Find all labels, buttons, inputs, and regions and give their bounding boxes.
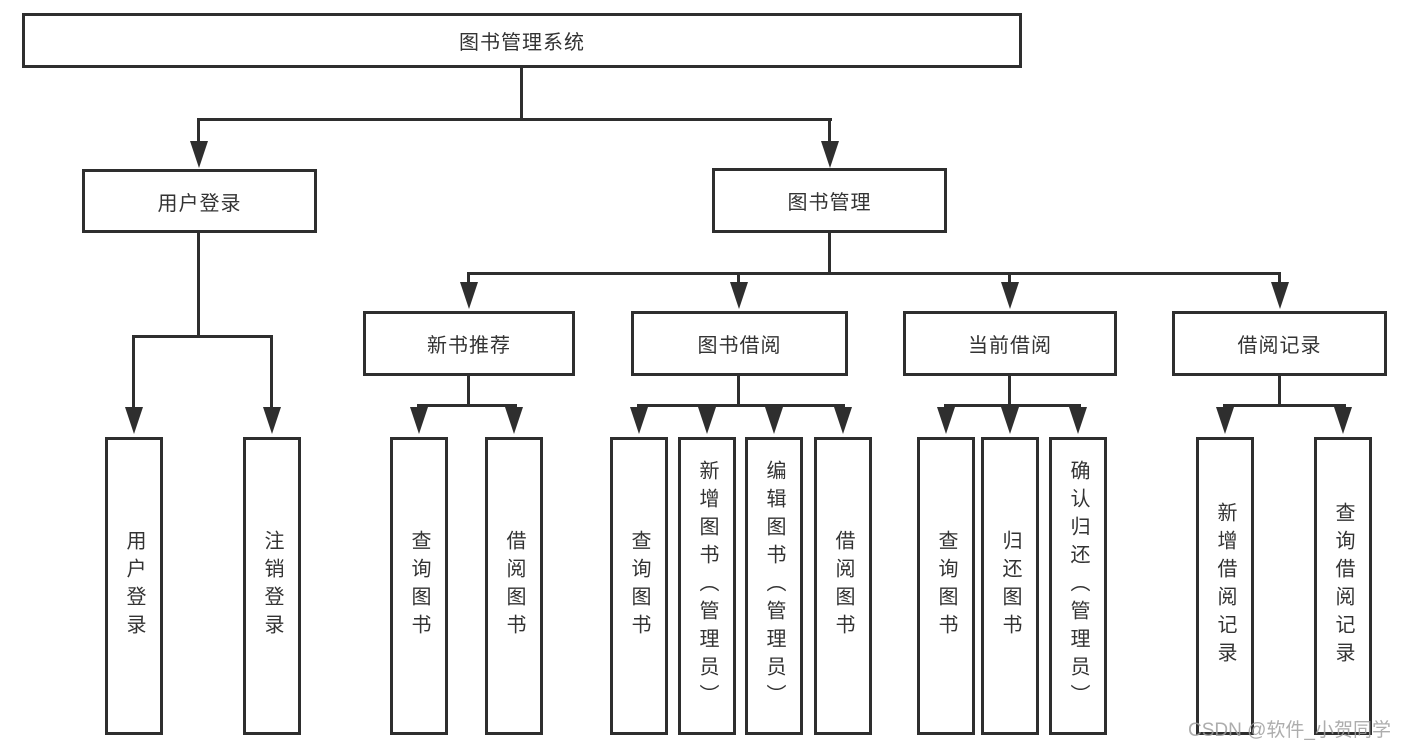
connector-borrowing-records-bar: [1223, 404, 1346, 407]
connector-new-book-stem: [467, 376, 470, 407]
leaf-query-books-recommend: 查询图书: [390, 437, 448, 735]
node-root-label: 图书管理系统: [459, 32, 585, 54]
node-current-borrowing: 当前借阅: [903, 311, 1117, 376]
connector-book-management-stem: [828, 233, 831, 275]
leaf-query-books-current-label: 查询图书: [935, 530, 957, 642]
arrowhead-to-book-borrowing: [730, 282, 748, 309]
leaf-query-books-borrow: 查询图书: [610, 437, 668, 735]
connector-user-login-bar: [132, 335, 273, 338]
leaf-borrow-books-label: 借阅图书: [832, 530, 854, 642]
leaf-query-books-current: 查询图书: [917, 437, 975, 735]
arrowhead-to-leaf-edit-books: [765, 407, 783, 434]
leaf-query-borrow-record: 查询借阅记录: [1314, 437, 1372, 735]
connector-new-book-bar: [417, 404, 517, 407]
arrowhead-to-leaf-borrow-recommend: [505, 407, 523, 434]
connector-to-user-login: [197, 118, 200, 145]
node-user-login-label: 用户登录: [157, 192, 242, 215]
leaf-borrow-books-recommend-label: 借阅图书: [503, 530, 525, 642]
connector-root-bar: [197, 118, 832, 121]
leaf-add-borrow-record: 新增借阅记录: [1196, 437, 1254, 735]
node-book-borrowing: 图书借阅: [631, 311, 848, 376]
connector-current-borrowing-stem: [1008, 376, 1011, 407]
node-book-management-label: 图书管理: [787, 192, 872, 214]
node-current-borrowing-label: 当前借阅: [968, 335, 1052, 357]
leaf-add-books-admin: 新增图书（管理员）: [678, 437, 736, 735]
arrowhead-to-user-login: [190, 141, 208, 168]
csdn-watermark: CSDN @软件_小贺同学: [1188, 720, 1391, 741]
connector-root-stem: [520, 68, 523, 120]
connector-to-book-borrowing: [737, 272, 740, 285]
node-new-book-recommendation: 新书推荐: [363, 311, 575, 376]
leaf-edit-books-admin: 编辑图书（管理员）: [745, 437, 803, 735]
node-user-login: 用户登录: [82, 169, 317, 233]
leaf-confirm-return-admin-label: 确认归还（管理员）: [1067, 460, 1089, 712]
arrowhead-to-leaf-query-current: [937, 407, 955, 434]
arrowhead-to-leaf-query-borrow: [630, 407, 648, 434]
arrowhead-to-leaf-borrow-books: [834, 407, 852, 434]
leaf-query-borrow-record-label: 查询借阅记录: [1332, 502, 1354, 670]
arrowhead-to-current-borrowing: [1001, 282, 1019, 309]
leaf-user-login: 用户登录: [105, 437, 163, 735]
leaf-logout-label: 注销登录: [261, 530, 283, 642]
connector-to-borrowing-records: [1278, 272, 1281, 285]
arrowhead-to-new-book: [460, 282, 478, 309]
leaf-return-books: 归还图书: [981, 437, 1039, 735]
node-borrowing-records: 借阅记录: [1172, 311, 1387, 376]
node-book-borrowing-label: 图书借阅: [697, 335, 782, 357]
leaf-edit-books-admin-label: 编辑图书（管理员）: [763, 460, 785, 712]
connector-book-borrowing-stem: [737, 376, 740, 407]
arrowhead-to-leaf-query-record: [1334, 407, 1352, 434]
arrowhead-to-book-management: [821, 141, 839, 168]
node-book-management: 图书管理: [712, 168, 947, 233]
arrowhead-to-leaf-confirm-return: [1069, 407, 1087, 434]
connector-book-management-bar: [467, 272, 1281, 275]
arrowhead-to-leaf-return-books: [1001, 407, 1019, 434]
arrowhead-to-leaf-user-login: [125, 407, 143, 434]
arrowhead-to-leaf-logout: [263, 407, 281, 434]
leaf-user-login-label: 用户登录: [123, 530, 145, 642]
arrowhead-to-borrowing-records: [1271, 282, 1289, 309]
leaf-borrow-books: 借阅图书: [814, 437, 872, 735]
leaf-logout: 注销登录: [243, 437, 301, 735]
arrowhead-to-leaf-add-record: [1216, 407, 1234, 434]
leaf-confirm-return-admin: 确认归还（管理员）: [1049, 437, 1107, 735]
leaf-return-books-label: 归还图书: [999, 530, 1021, 642]
arrowhead-to-leaf-add-books: [698, 407, 716, 434]
leaf-borrow-books-recommend: 借阅图书: [485, 437, 543, 735]
connector-borrowing-records-stem: [1278, 376, 1281, 407]
leaf-query-books-recommend-label: 查询图书: [408, 530, 430, 642]
connector-user-login-stem: [197, 233, 200, 337]
node-borrowing-records-label: 借阅记录: [1237, 335, 1322, 357]
connector-to-new-book: [467, 272, 470, 285]
leaf-add-borrow-record-label: 新增借阅记录: [1214, 502, 1236, 670]
connector-current-borrowing-bar: [944, 404, 1081, 407]
connector-to-leaf-user-login: [132, 335, 135, 409]
connector-to-leaf-logout: [270, 335, 273, 409]
node-root: 图书管理系统: [22, 13, 1022, 68]
leaf-query-books-borrow-label: 查询图书: [628, 530, 650, 642]
arrowhead-to-leaf-query-recommend: [410, 407, 428, 434]
connector-book-borrowing-bar: [637, 404, 845, 407]
node-new-book-recommendation-label: 新书推荐: [427, 335, 511, 357]
connector-to-current-borrowing: [1008, 272, 1011, 285]
connector-to-book-management: [828, 118, 831, 145]
leaf-add-books-admin-label: 新增图书（管理员）: [696, 460, 718, 712]
